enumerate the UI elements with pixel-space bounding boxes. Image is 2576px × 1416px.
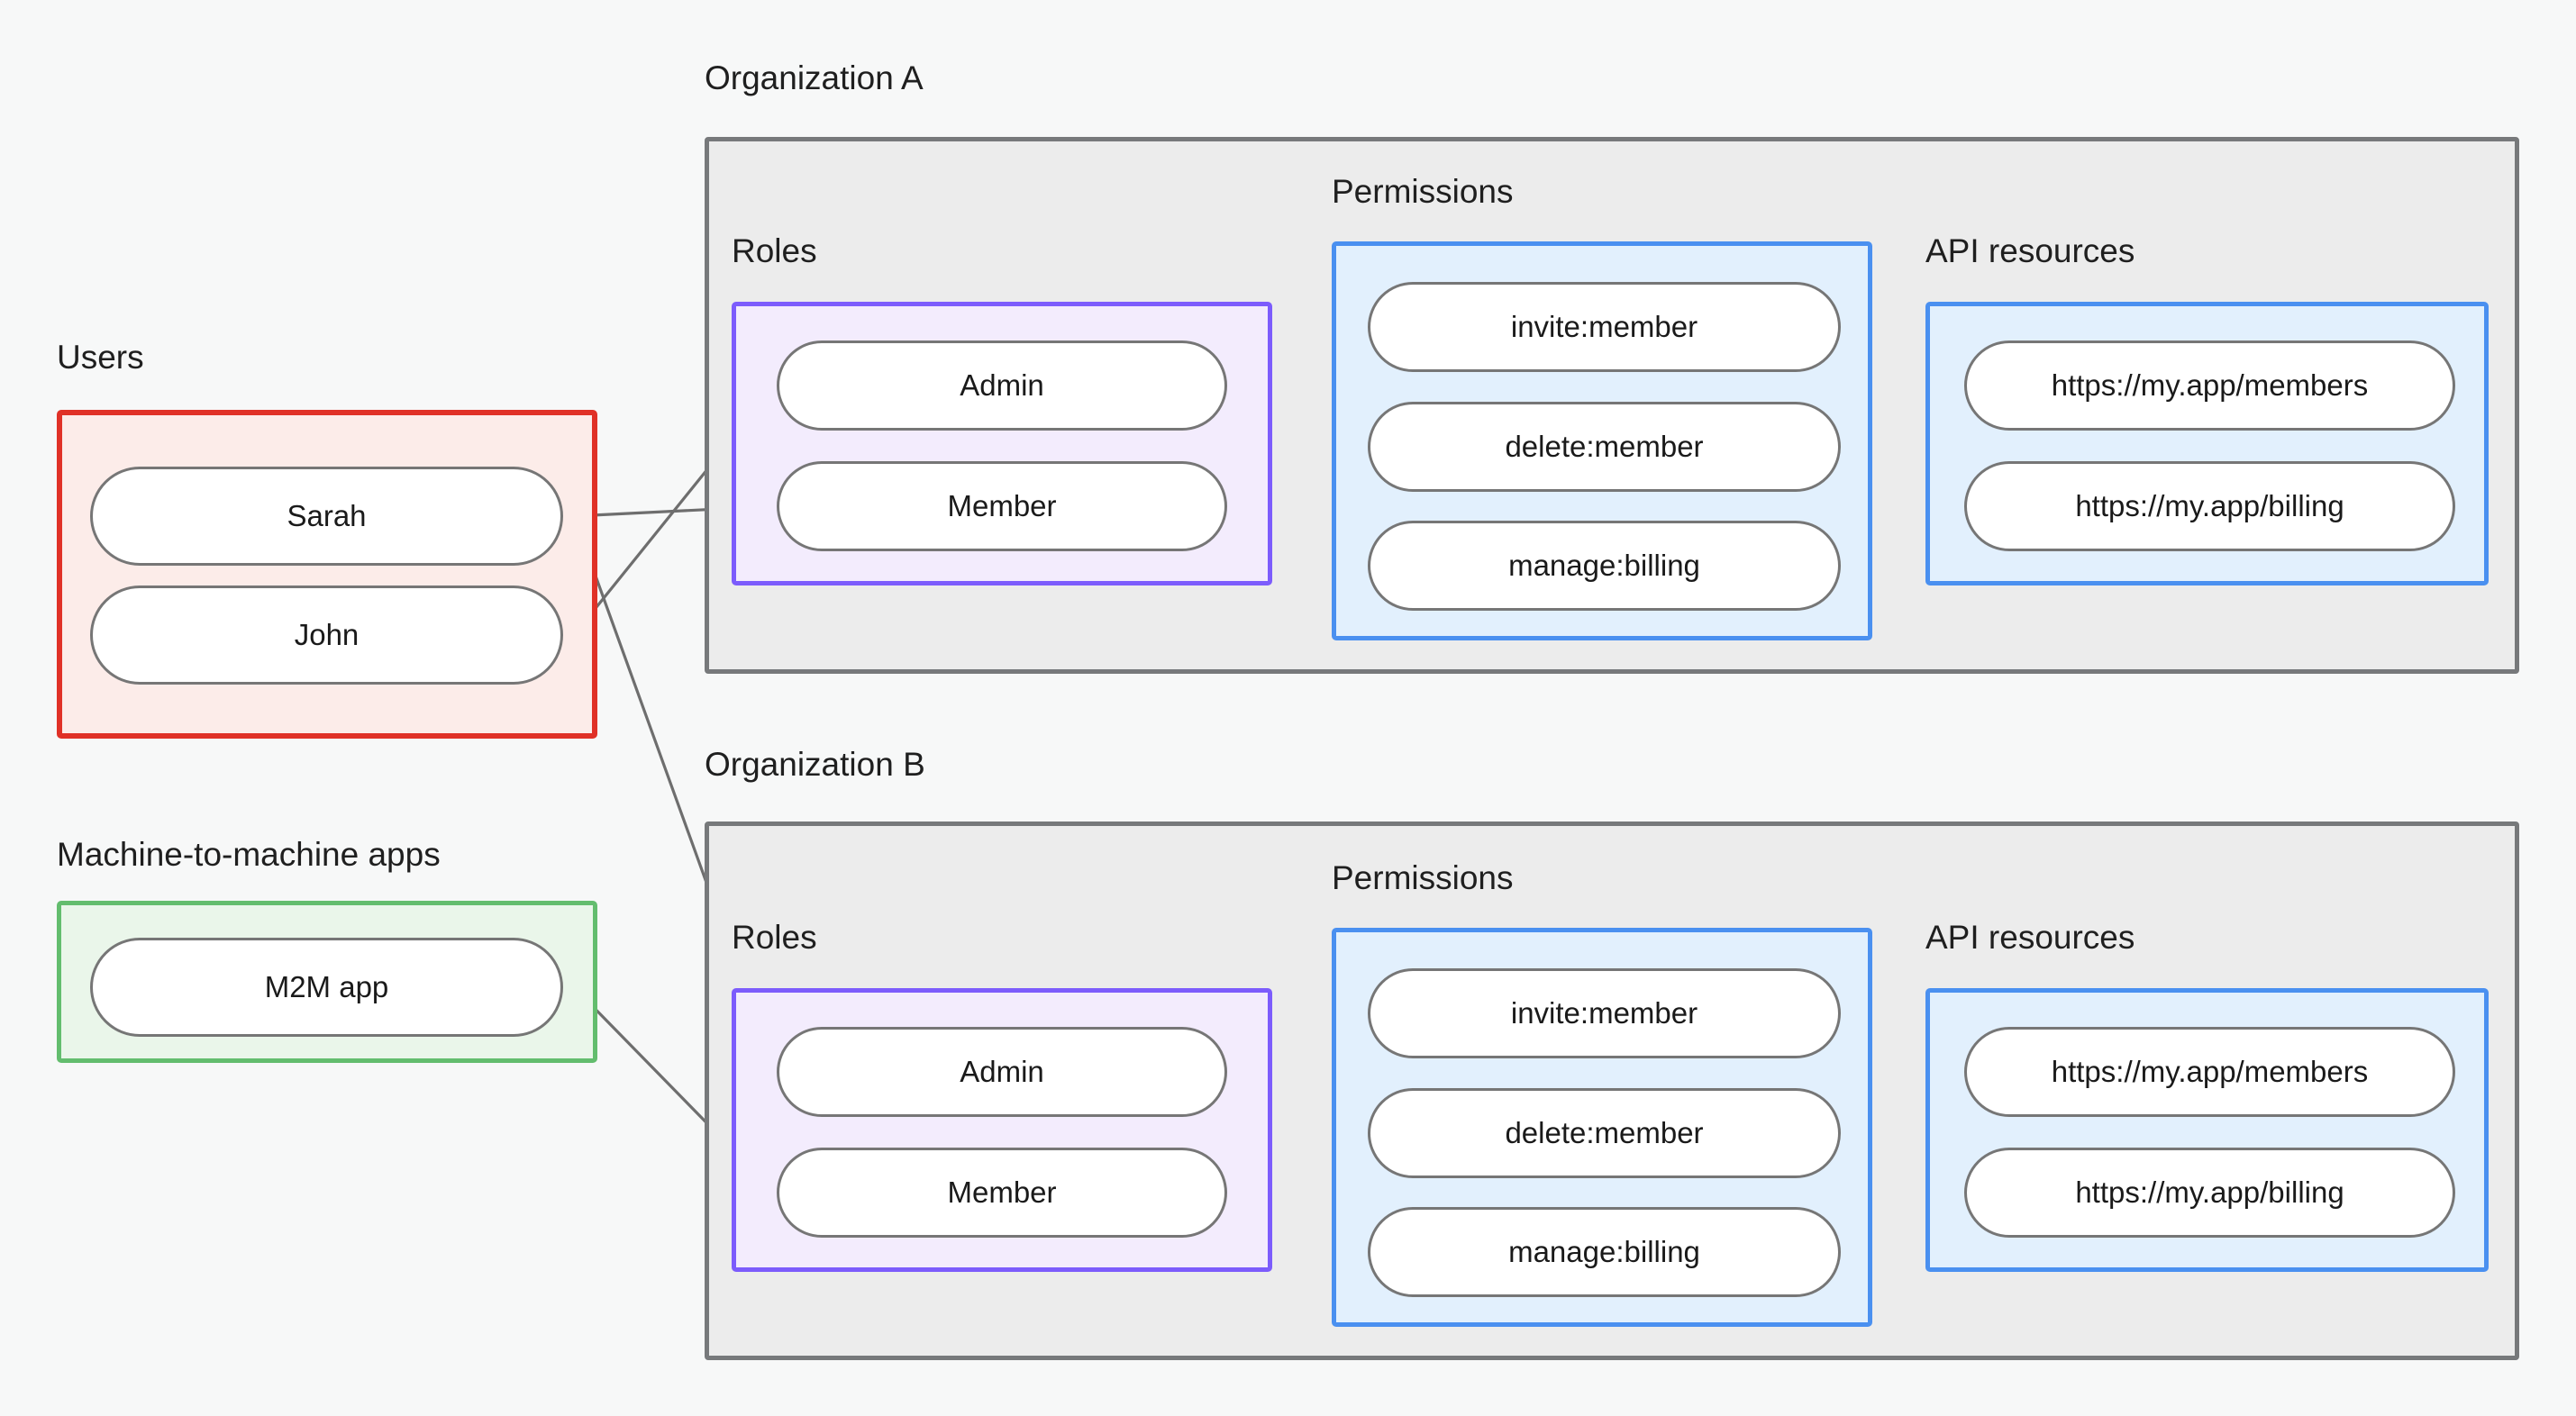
org-b-title: Organization B (705, 746, 925, 783)
org-b-permission-node-delete-member[interactable]: delete:member (1368, 1088, 1841, 1178)
users-group (57, 410, 597, 739)
org-a-permissions-title: Permissions (1332, 173, 1514, 210)
org-b-api-title: API resources (1925, 919, 2135, 956)
org-a-roles-title: Roles (732, 232, 817, 269)
org-a-role-label-admin: Admin (960, 368, 1044, 402)
org-a-permission-label-invite-member: invite:member (1510, 310, 1698, 343)
users-title: Users (57, 339, 144, 376)
org-a-api-node-members[interactable]: https://my.app/members (1964, 340, 2455, 431)
org-a-api-title: API resources (1925, 232, 2135, 269)
user-node-john[interactable]: John (90, 585, 563, 685)
org-a-permission-node-manage-billing[interactable]: manage:billing (1368, 521, 1841, 611)
org-a-permission-node-invite-member[interactable]: invite:member (1368, 282, 1841, 372)
user-label-sarah: Sarah (287, 499, 367, 532)
org-a-permission-node-delete-member[interactable]: delete:member (1368, 402, 1841, 492)
m2m-label-app: M2M app (264, 970, 389, 1003)
org-b-role-label-member: Member (947, 1175, 1057, 1209)
user-node-sarah[interactable]: Sarah (90, 467, 563, 566)
org-b-permission-node-manage-billing[interactable]: manage:billing (1368, 1207, 1841, 1297)
user-label-john: John (294, 618, 360, 651)
org-b-api-label-members: https://my.app/members (2051, 1055, 2369, 1088)
org-a-permission-label-delete-member: delete:member (1505, 430, 1704, 463)
org-a-title: Organization A (705, 59, 924, 96)
org-a-api-label-members: https://my.app/members (2051, 368, 2369, 402)
org-a-role-node-member[interactable]: Member (777, 461, 1227, 551)
org-b-permission-node-invite-member[interactable]: invite:member (1368, 968, 1841, 1058)
org-b-api-label-billing: https://my.app/billing (2075, 1175, 2344, 1209)
m2m-node-app[interactable]: M2M app (90, 938, 563, 1037)
org-b-permissions-title: Permissions (1332, 859, 1514, 896)
org-b-role-label-admin: Admin (960, 1055, 1044, 1088)
org-b-roles-title: Roles (732, 919, 817, 956)
org-b-role-node-admin[interactable]: Admin (777, 1027, 1227, 1117)
org-a-api-label-billing: https://my.app/billing (2075, 489, 2344, 522)
org-a-role-node-admin[interactable]: Admin (777, 340, 1227, 431)
m2m-title: Machine-to-machine apps (57, 836, 441, 873)
org-b-role-node-member[interactable]: Member (777, 1148, 1227, 1238)
org-a-permission-label-manage-billing: manage:billing (1508, 549, 1700, 582)
org-b-api-node-billing[interactable]: https://my.app/billing (1964, 1148, 2455, 1238)
org-a-role-label-member: Member (947, 489, 1057, 522)
org-b-permission-label-manage-billing: manage:billing (1508, 1235, 1700, 1268)
org-b-permission-label-invite-member: invite:member (1510, 996, 1698, 1030)
org-b-permission-label-delete-member: delete:member (1505, 1116, 1704, 1149)
org-b-api-node-members[interactable]: https://my.app/members (1964, 1027, 2455, 1117)
org-a-api-node-billing[interactable]: https://my.app/billing (1964, 461, 2455, 551)
